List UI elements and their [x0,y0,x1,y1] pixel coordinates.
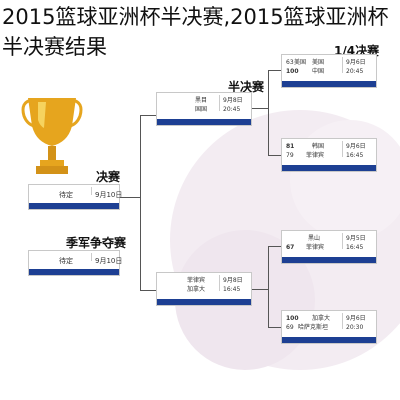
final-team: 待定 [59,191,73,199]
quarterfinal-card-4[interactable]: 100 加拿大 69 哈萨克斯坦 9月6日 20:30 [281,310,377,344]
third-place-label: 季军争夺赛 [66,236,127,250]
qf2-team-b: 菲律宾 [306,152,325,159]
qf3-score2: 67 [286,244,295,251]
qf1-score2: 100 [286,68,299,75]
third-date: 9月10日 [95,257,123,265]
qf2-score2: 79 [286,152,294,159]
bracket-line [268,155,281,156]
qf1-team1-name: 美国 [312,59,325,66]
semi2-date: 9月8日 [223,277,243,284]
quarterfinal-card-2[interactable]: 81 韩国 79 菲律宾 9月6日 16:45 [281,138,377,172]
qf1-team1: 美国 [294,59,307,66]
qf4-score1: 100 [286,315,299,322]
semi2-time: 16:45 [223,286,241,293]
semifinal-label: 半决赛 [228,80,265,94]
bracket-line [140,115,141,290]
qf2-team2: 韩国 [312,143,325,150]
qf1-score1: 63 [286,59,294,66]
bracket-line [268,246,281,247]
third-team: 待定 [59,257,73,265]
qf1-team2: 中国 [312,68,325,75]
bracket-line [120,197,140,198]
qf4-time: 20:30 [346,324,364,331]
semi2-team1: 菲律宾 [187,277,206,284]
semi1-team2: 国国 [195,106,208,113]
quarterfinal-card-1[interactable]: 美国 63 美国 100 中国 9月6日 20:45 [281,54,377,88]
final-date: 9月10日 [95,191,123,199]
qf1-date: 9月6日 [346,59,366,66]
semifinal-card-2[interactable]: 菲律宾 加拿大 9月8日 16:45 [156,272,252,306]
qf1-time: 20:45 [346,68,364,75]
semi1-time: 20:45 [223,106,241,113]
bracket-line [268,327,281,328]
qf3-team2: 菲律宾 [306,244,325,251]
qf4-date: 9月6日 [346,315,366,322]
quarterfinal-card-3[interactable]: 黑山 67 菲律宾 9月5日 16:45 [281,230,377,264]
bracket-line [252,108,268,109]
bracket-line [140,290,156,291]
qf3-date: 9月5日 [346,235,366,242]
qf2-score1: 81 [286,143,295,150]
final-card[interactable]: 待定 9月10日 [28,184,123,210]
qf4-team1: 加拿大 [312,315,331,322]
qf2-time: 16:45 [346,152,364,159]
trophy-icon [21,98,83,174]
page-title: 2015篮球亚洲杯半决赛,2015篮球亚洲杯半决赛结果 [2,5,389,59]
semi1-team1: 黑目 [195,97,208,104]
bracket-line [268,70,269,155]
bracket-line [268,70,281,71]
bracket-line [252,289,268,290]
qf4-team2: 哈萨克斯坦 [298,324,329,331]
third-place-card[interactable]: 待定 9月10日 [28,250,123,276]
semi2-team2: 加拿大 [187,286,206,293]
qf4-score2: 69 [286,324,294,331]
qf3-time: 16:45 [346,244,364,251]
bracket-line [268,246,269,328]
qf3-team1: 黑山 [308,235,321,242]
semifinal-card-1[interactable]: 黑目 国国 9月8日 20:45 [156,92,252,126]
final-label: 决赛 [96,170,121,184]
semi1-date: 9月8日 [223,97,243,104]
bracket-line [140,115,156,116]
qf2-date: 9月6日 [346,143,366,150]
